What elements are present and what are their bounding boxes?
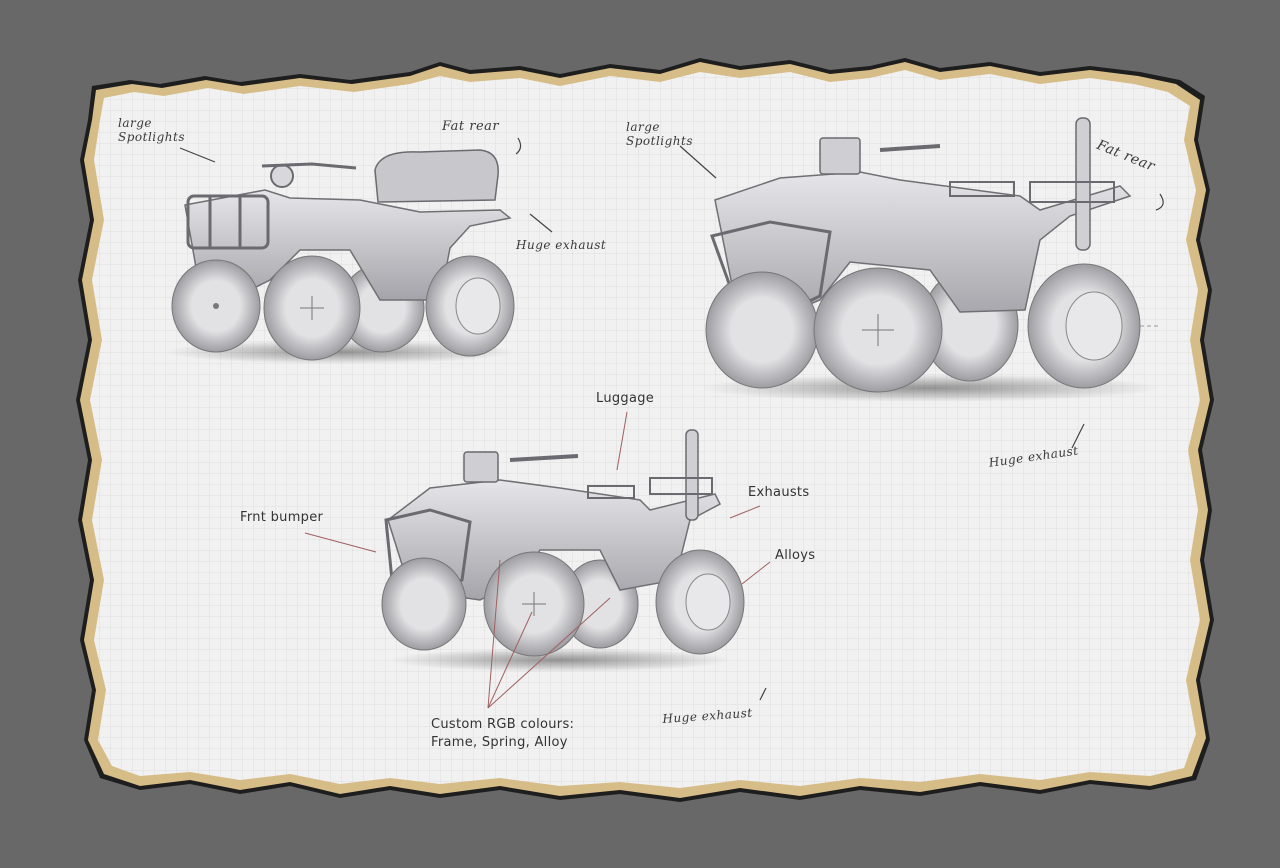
note-right-spotlights: large Spotlights	[626, 120, 694, 148]
atv-sketch-left	[165, 149, 515, 364]
exhausts-label: Exhausts	[748, 485, 810, 500]
grid-overlay	[90, 70, 1200, 788]
note-left-huge-exhaust: Huge exhaust	[516, 238, 607, 252]
note-left-fat-rear: Fat rear	[442, 119, 500, 134]
atv-sketch-right	[700, 117, 1160, 402]
note-pointers	[179, 137, 1164, 701]
atv-sketch-bottom	[381, 429, 745, 672]
luggage-label: Luggage	[596, 391, 655, 406]
front-bumper-label: Frnt bumper	[240, 510, 324, 525]
custom-rgb-label: Custom RGB colours: Frame, Spring, Alloy	[431, 717, 575, 750]
alloys-label: Alloys	[775, 548, 816, 563]
note-left-spotlights: large Spotlights	[118, 116, 186, 144]
leader-lines	[304, 411, 771, 709]
